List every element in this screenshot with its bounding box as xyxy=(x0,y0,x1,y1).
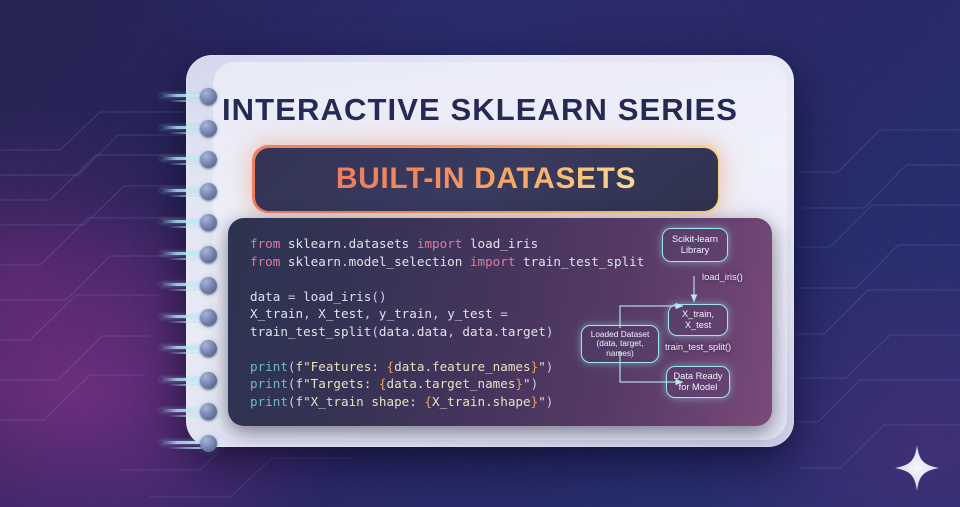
binding-wire xyxy=(168,257,202,260)
edge-label-load-iris: load_iris() xyxy=(702,272,743,282)
binding-wire xyxy=(168,446,202,449)
banner: BUILT-IN DATASETS xyxy=(252,145,720,213)
binding-ring xyxy=(200,245,217,263)
binding-wire xyxy=(168,163,202,165)
node-label: Data Ready for Model xyxy=(673,371,723,392)
binding-wire xyxy=(160,220,204,223)
binding-wire xyxy=(160,125,204,129)
edge-label-train-test-split: train_test_split() xyxy=(665,342,732,352)
node-train-test-splits: X_train, X_test xyxy=(668,304,728,336)
binding-wire xyxy=(168,352,202,354)
binding-wire xyxy=(168,131,202,134)
binding-wire xyxy=(160,188,204,192)
banner-fill: BUILT-IN DATASETS xyxy=(254,147,718,211)
binding-ring xyxy=(200,214,217,231)
binding-ring xyxy=(200,403,217,420)
binding-wire xyxy=(168,320,202,323)
edge-loaded-to-splits xyxy=(619,302,683,328)
binding-ring xyxy=(200,277,217,294)
binding-ring xyxy=(200,88,217,105)
binding-ring xyxy=(200,119,217,137)
banner-title: BUILT-IN DATASETS xyxy=(335,162,637,195)
node-label: Scikit-learn Library xyxy=(672,234,718,255)
binding-wire xyxy=(160,346,204,349)
edge-loaded-to-ready xyxy=(619,351,683,386)
code-block[interactable]: from sklearn.datasets import load_iris f… xyxy=(250,236,645,409)
binding-ring xyxy=(200,371,217,389)
binding-ring xyxy=(200,340,217,357)
binding-wire xyxy=(160,251,204,255)
binding-wire xyxy=(160,377,204,381)
binding-wire xyxy=(168,289,202,291)
binding-wire xyxy=(160,314,204,318)
binding-ring xyxy=(200,308,217,326)
node-label: X_train, X_test xyxy=(681,309,715,330)
banner-border: BUILT-IN DATASETS xyxy=(252,145,720,213)
flow-diagram xyxy=(619,276,698,386)
binding-wire xyxy=(160,440,204,444)
binding-ring xyxy=(200,151,217,168)
binding-wire xyxy=(168,383,202,386)
sparkle-icon xyxy=(895,445,939,491)
node-scikit-learn-library: Scikit-learn Library xyxy=(662,228,728,262)
binding-wire xyxy=(160,94,204,97)
binding-wire xyxy=(168,194,202,197)
page-title: INTERACTIVE SKLEARN SERIES xyxy=(221,92,739,127)
code-panel: from sklearn.datasets import load_iris f… xyxy=(228,218,772,426)
binding-wire xyxy=(160,157,204,160)
binding-ring xyxy=(200,182,217,200)
binding-ring xyxy=(200,434,217,452)
binding-wire xyxy=(168,226,202,228)
binding-wire xyxy=(160,409,204,412)
binding-wire xyxy=(160,283,204,286)
binding-wire xyxy=(168,100,202,102)
binding-wire xyxy=(168,415,202,417)
